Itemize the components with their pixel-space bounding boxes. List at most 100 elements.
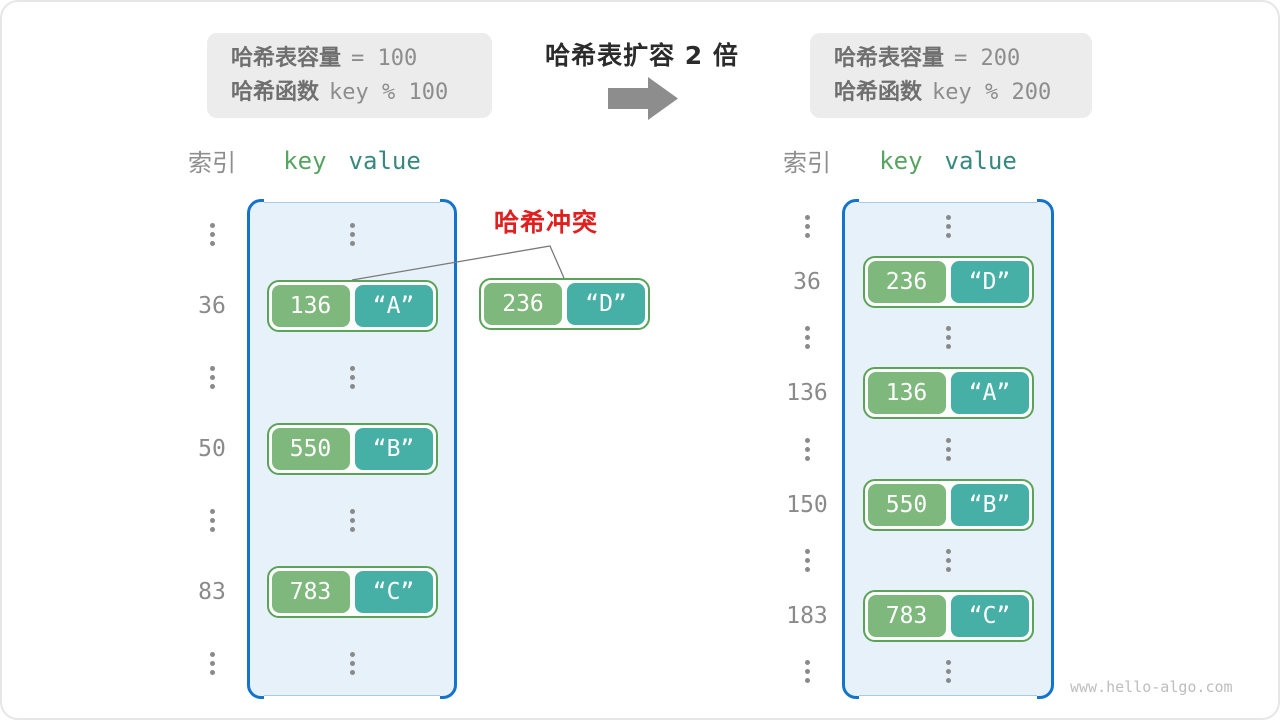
key-value-pair: 136“A”: [266, 280, 438, 333]
dot: [945, 335, 951, 341]
dot: [349, 223, 355, 229]
table-header: 索引 key value: [177, 144, 457, 178]
vertical-ellipsis-icon: [945, 659, 951, 683]
key-header: key: [283, 146, 327, 175]
index-header: 索引: [783, 149, 831, 177]
vertical-ellipsis-icon: [804, 437, 810, 461]
key-header: key: [879, 146, 923, 175]
value-box: “C”: [354, 570, 433, 613]
table-row: [177, 485, 457, 556]
dot: [804, 566, 810, 572]
dot: [804, 224, 810, 230]
value-box: “A”: [354, 285, 433, 328]
bucket-cell: [842, 421, 1054, 477]
key-box: 236: [484, 283, 562, 325]
dot: [209, 660, 215, 666]
key-box: 136: [867, 372, 946, 415]
index-label: [177, 485, 247, 556]
hash-function-value: key % 200: [932, 80, 1052, 105]
bucket-cell: 550“B”: [842, 477, 1054, 533]
key-value-header: key value: [247, 147, 457, 175]
dot: [209, 669, 215, 675]
vertical-ellipsis-icon: [349, 366, 355, 390]
vertical-ellipsis-icon: [209, 651, 215, 675]
key-value-pair: 236“D”: [479, 278, 650, 330]
hash-function-label: 哈希函数: [231, 80, 320, 105]
table-row: 36 136“A”: [177, 270, 457, 341]
dot: [349, 508, 355, 514]
key-box: 236: [867, 261, 946, 304]
dot: [209, 223, 215, 229]
key-value-pair: 550“B”: [862, 478, 1034, 531]
hash-collision-label: 哈希冲突: [494, 208, 599, 237]
value-box: “B”: [950, 483, 1029, 526]
dot: [945, 557, 951, 563]
bucket-cell: [247, 342, 457, 413]
key-value-pair: 236“D”: [862, 256, 1034, 309]
dot: [209, 517, 215, 523]
table-row: [772, 421, 1054, 477]
dot: [945, 566, 951, 572]
vertical-ellipsis-icon: [804, 215, 810, 239]
bucket-cell: [247, 628, 457, 699]
dot: [209, 508, 215, 514]
dot: [945, 326, 951, 332]
diagram-title: 哈希表扩容 2 倍: [545, 41, 739, 70]
index-label: 36: [198, 293, 226, 320]
right-arrow-icon: [608, 76, 680, 121]
bucket-cell: 136“A”: [842, 366, 1054, 422]
key-box: 550: [867, 483, 946, 526]
dot: [804, 437, 810, 443]
index-label: [177, 342, 247, 413]
dot: [349, 232, 355, 238]
dot: [945, 446, 951, 452]
bucket-cell: [247, 485, 457, 556]
dot: [209, 241, 215, 247]
dot: [945, 233, 951, 239]
table-row: [772, 532, 1054, 588]
dot: [804, 677, 810, 683]
dot: [209, 526, 215, 532]
watermark: www.hello-algo.com: [1070, 678, 1233, 696]
bucket-cell: [247, 199, 457, 270]
dot: [945, 224, 951, 230]
hash-function-label: 哈希函数: [834, 80, 923, 105]
index-label: [772, 532, 842, 588]
dot: [945, 344, 951, 350]
table-row: [177, 342, 457, 413]
table-header: 索引 key value: [772, 144, 1054, 178]
vertical-ellipsis-icon: [349, 651, 355, 675]
dot: [804, 335, 810, 341]
index-label: [177, 628, 247, 699]
hash-function-line: 哈希函数 key % 200: [834, 76, 1092, 110]
bucket-cell: 236“D”: [842, 255, 1054, 311]
bucket-cell: 783“C”: [842, 588, 1054, 644]
dot: [349, 660, 355, 666]
table-row: [177, 628, 457, 699]
vertical-ellipsis-icon: [209, 223, 215, 247]
capacity-line: 哈希表容量= 200: [834, 42, 1092, 76]
vertical-ellipsis-icon: [804, 548, 810, 572]
bucket-cell: [842, 532, 1054, 588]
bucket-cell: [842, 199, 1054, 255]
dot: [945, 659, 951, 665]
index-header: 索引: [188, 149, 236, 177]
index-label: [772, 199, 842, 255]
capacity-line: 哈希表容量= 100: [231, 42, 492, 76]
index-label: 183: [786, 602, 828, 629]
vertical-ellipsis-icon: [804, 659, 810, 683]
dot: [804, 548, 810, 554]
key-value-header: key value: [842, 147, 1054, 175]
key-value-pair: 783“C”: [862, 589, 1034, 642]
key-box: 783: [867, 594, 946, 637]
key-value-pair: 783“C”: [266, 565, 438, 618]
value-header: value: [944, 146, 1017, 175]
table-row: [177, 199, 457, 270]
table-row: [772, 199, 1054, 255]
